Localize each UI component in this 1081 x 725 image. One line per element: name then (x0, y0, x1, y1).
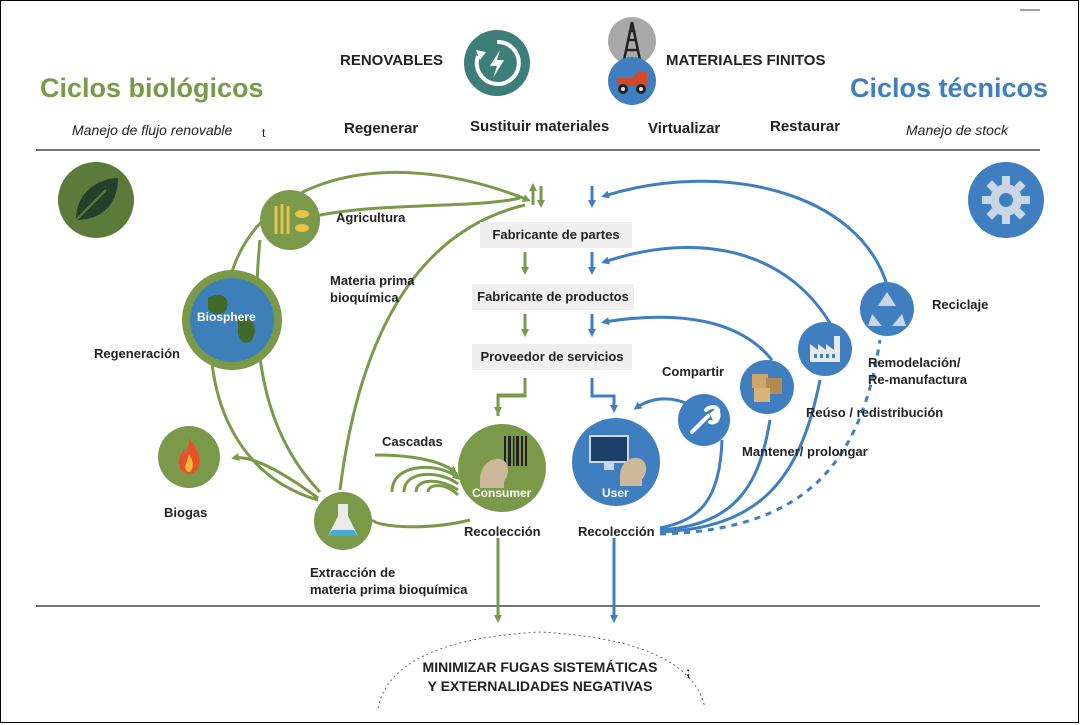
gear-icon (966, 160, 1046, 245)
manejo-stock-label: Manejo de stock (906, 122, 1008, 138)
reuso-label: Reúso / redistribución (806, 405, 944, 420)
stray-semicolon: ; (686, 664, 691, 679)
manejo-flujo-label: Manejo de flujo renovable (72, 122, 233, 138)
leakage-arc (377, 631, 706, 709)
materiales-finitos-label: MATERIALES FINITOS (666, 52, 826, 69)
factory-icon (796, 320, 854, 383)
biogas-label: Biogas (164, 505, 208, 520)
extraccion-label: Extracción de materia prima bioquímica (310, 565, 468, 597)
restaurar-label: Restaurar (770, 118, 841, 135)
remodelacion-label: Remodelación/ Re-manufactura (868, 355, 967, 387)
renovables-label: RENOVABLES (340, 52, 444, 69)
globe-icon (180, 268, 284, 377)
reciclaje-label: Reciclaje (932, 297, 989, 312)
renewable-energy-icon (462, 28, 532, 103)
consumer-label: Consumer (472, 486, 532, 500)
boxes-icon (738, 358, 796, 421)
regeneracion-label: Regeneración (94, 346, 180, 361)
stray-t: t (262, 126, 266, 140)
materia-prima-label: Materia prima bioquímica (330, 273, 415, 305)
regenerar-label: Regenerar (344, 120, 419, 137)
oil-rig-icon (607, 16, 657, 71)
recoleccion-tec-label: Recolección (578, 524, 655, 539)
box-proveedor-servicios: Proveedor de servicios (472, 344, 632, 370)
box-fabricante-productos: Fabricante de productos (472, 284, 634, 310)
mining-truck-icon (607, 56, 657, 111)
user-label: User (602, 486, 629, 500)
ciclos-tecnicos-title: Ciclos técnicos (850, 73, 1049, 103)
virtualizar-label: Virtualizar (648, 120, 721, 137)
cascadas-label: Cascadas (382, 434, 443, 449)
wheat-fish-icon (258, 188, 322, 257)
computer-icon (570, 416, 662, 513)
flask-icon (312, 490, 374, 557)
recoleccion-bio-label: Recolección (464, 524, 541, 539)
arrow-agricultura-top (224, 171, 531, 301)
biosphere-label: Biosphere (197, 310, 256, 324)
recycle-icon (858, 280, 916, 343)
footer-text: MINIMIZAR FUGAS SISTEMÁTICAS Y EXTERNALI… (422, 659, 658, 694)
sustituir-label: Sustituir materiales (470, 118, 610, 135)
leaf-icon (56, 160, 136, 245)
mantener-label: Mantener/ prolongar (742, 444, 868, 459)
agricultura-label: Agricultura (336, 210, 406, 225)
compartir-label: Compartir (662, 364, 725, 379)
barcode-icon (456, 422, 548, 519)
ciclos-biologicos-title: Ciclos biológicos (40, 73, 264, 103)
flame-icon (156, 424, 222, 495)
box-fabricante-partes: Fabricante de partes (480, 222, 632, 248)
wrench-icon (676, 392, 732, 453)
